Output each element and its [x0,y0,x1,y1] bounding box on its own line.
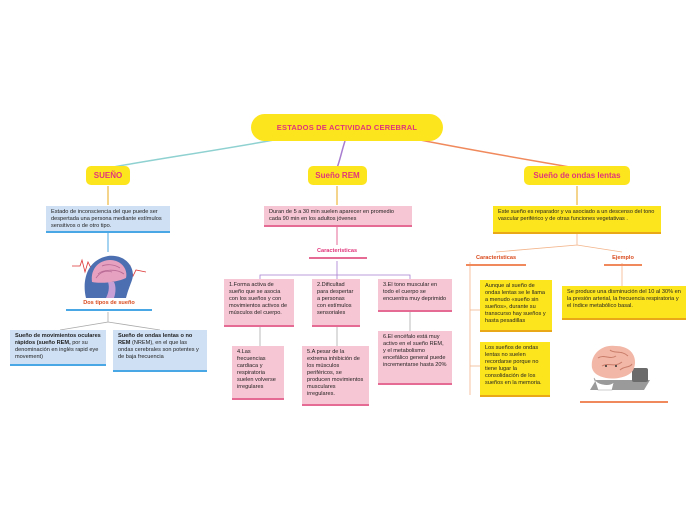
root-title: ESTADOS DE ACTIVIDAD CEREBRAL [251,114,443,141]
rem-characteristics-label: Caracteristicas [306,248,368,254]
sueno-rem-bold: Sueño de movimientos oculares rápidos (s… [15,333,101,346]
rem-description: Duran de 5 a 30 min suelen aparecer en p… [264,206,412,227]
sleeping-brain-icon [584,340,656,398]
sueno-title: SUEÑO [86,166,130,185]
slow-characteristic-1: Aunque al sueño de ondas lentas se le ll… [480,280,552,332]
slow-example-underline [604,264,642,266]
sueno-types-label: Dos tipos de sueño [68,300,150,306]
sueno-rem-box: Sueño de movimientos oculares rápidos (s… [10,330,106,366]
slow-characteristic-2: Los sueños de ondas lentas no suelen rec… [480,342,550,397]
slow-characteristics-underline [466,264,526,266]
rem-item-6: 6.El encéfalo está muy activo en el sueñ… [378,331,452,385]
sueno-nrem-box: Sueño de ondas lentas o no REM (NREM), e… [113,330,207,372]
slow-characteristics-label: Caracteristicas [466,255,526,261]
slow-title: Sueño de ondas lentas [524,166,630,185]
rem-item-4: 4.Las frecuencias cardiaca y respiratori… [232,346,284,400]
slow-example-image-underline [580,401,668,403]
rem-item-3: 3.El tono muscular en todo el cuerpo se … [378,279,452,312]
rem-item-5: 5.A pesar de la extrema inhibición de lo… [302,346,369,406]
slow-example-label: Ejemplo [604,255,642,261]
rem-title: Sueño REM [308,166,367,185]
rem-characteristics-underline [309,257,367,259]
slow-description: Este sueño es reparador y va asociado a … [493,206,661,234]
sueno-description: Estado de inconsciencia del que puede se… [46,206,170,233]
rem-item-1: 1.Forma activa de sueño que se asocia co… [224,279,294,327]
sueno-nrem-rest: (NREM), en el que las ondas cerebrales s… [118,340,199,360]
brain-head-icon [72,252,146,300]
slow-example: Se produce una disminución del 10 al 30%… [562,286,686,320]
rem-item-2: 2.Dificultad para despertar a personas c… [312,279,360,327]
sueno-types-underline [66,309,152,311]
